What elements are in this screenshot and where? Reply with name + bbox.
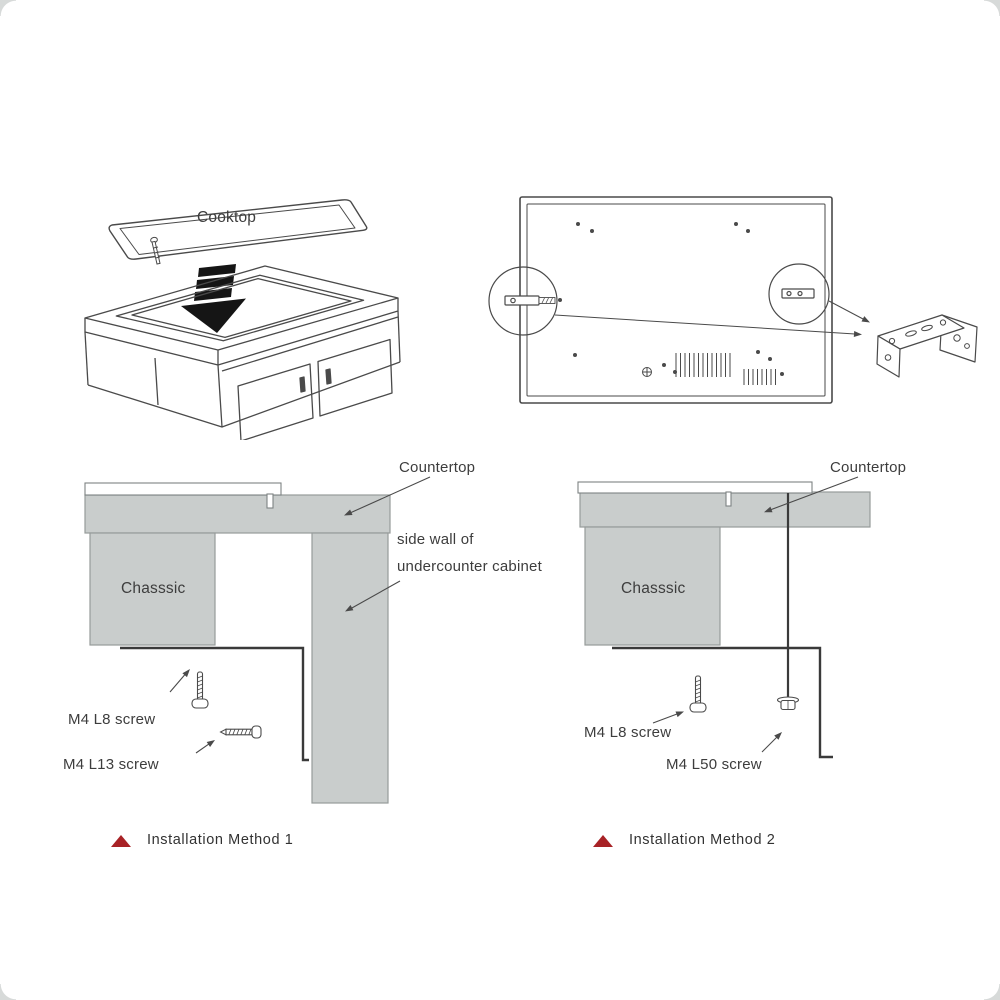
cooktop-drop-illustration — [84, 199, 401, 440]
method2-cross-section — [577, 476, 871, 847]
screw-m4l8-arrow — [652, 711, 684, 724]
chassis-label-m2: Chasssic — [621, 580, 686, 597]
cooktop-tab — [266, 493, 274, 509]
screw-m4l50-head-icon — [776, 696, 800, 711]
mounting-bracket — [120, 646, 309, 762]
cooktop-panel — [108, 199, 368, 260]
countertop-slab — [579, 491, 871, 528]
screw-m4l8-icon — [689, 675, 707, 713]
cooktop-underside-panel — [519, 196, 833, 404]
countertop-label-m2: Countertop — [830, 459, 907, 476]
vent-slots — [675, 353, 776, 385]
countertop-slab — [84, 494, 391, 534]
countertop-arrow — [344, 476, 431, 516]
side-wall-arrow — [345, 580, 401, 612]
corner-artifact — [984, 984, 1000, 1000]
countertop-arrow — [764, 476, 859, 513]
side-wall-label-line1: side wall of — [397, 531, 474, 548]
method1-caption: Installation Method 1 — [147, 832, 294, 848]
side-wall-label-line2: undercounter cabinet — [397, 558, 542, 575]
down-arrow-icon — [181, 264, 246, 333]
corner-artifact — [984, 0, 1000, 16]
screw-m4l13-icon — [219, 725, 262, 739]
countertop-label-m1: Countertop — [399, 459, 476, 476]
chassis-box — [584, 526, 721, 646]
mounting-bracket-detail — [876, 314, 978, 378]
method1-cross-section — [84, 476, 431, 847]
method2-marker-triangle — [593, 835, 613, 847]
cross-screw-icon — [642, 367, 652, 377]
method1-marker-triangle — [111, 835, 131, 847]
side-wall — [311, 532, 389, 804]
cooktop-tab — [725, 491, 732, 507]
right-bracket-callout-circle — [768, 263, 830, 325]
mounting-pin-icon — [150, 236, 161, 265]
mounting-bracket — [612, 646, 833, 759]
cooktop-flange — [84, 482, 282, 496]
leader-line-right — [828, 300, 870, 323]
leader-line-left — [554, 314, 862, 337]
chassis-box — [89, 532, 216, 646]
screw-m4l8-arrow — [169, 669, 190, 693]
left-bracket-callout-circle — [488, 266, 558, 336]
method2-caption: Installation Method 2 — [629, 832, 776, 848]
corner-artifact — [0, 0, 16, 16]
cabinet — [84, 265, 401, 440]
screw-m4l13-arrow — [195, 740, 215, 754]
cooktop-flange — [577, 481, 813, 494]
chassis-label-m1: Chasssic — [121, 580, 186, 597]
screw-m4l50-label-m2: M4 L50 screw — [666, 756, 762, 773]
screw-m4l8-label-m2: M4 L8 screw — [584, 724, 672, 741]
screw-m4l13-label-m1: M4 L13 screw — [63, 756, 159, 773]
screw-m4l8-label-m1: M4 L8 screw — [68, 711, 156, 728]
corner-artifact — [0, 984, 16, 1000]
screw-m4l8-icon — [191, 671, 209, 709]
screw-m4l50-arrow — [761, 732, 782, 753]
mounting-screw-dots — [558, 222, 784, 376]
cooktop-label: Cooktop — [197, 209, 257, 226]
underside-view-illustration — [488, 196, 978, 404]
